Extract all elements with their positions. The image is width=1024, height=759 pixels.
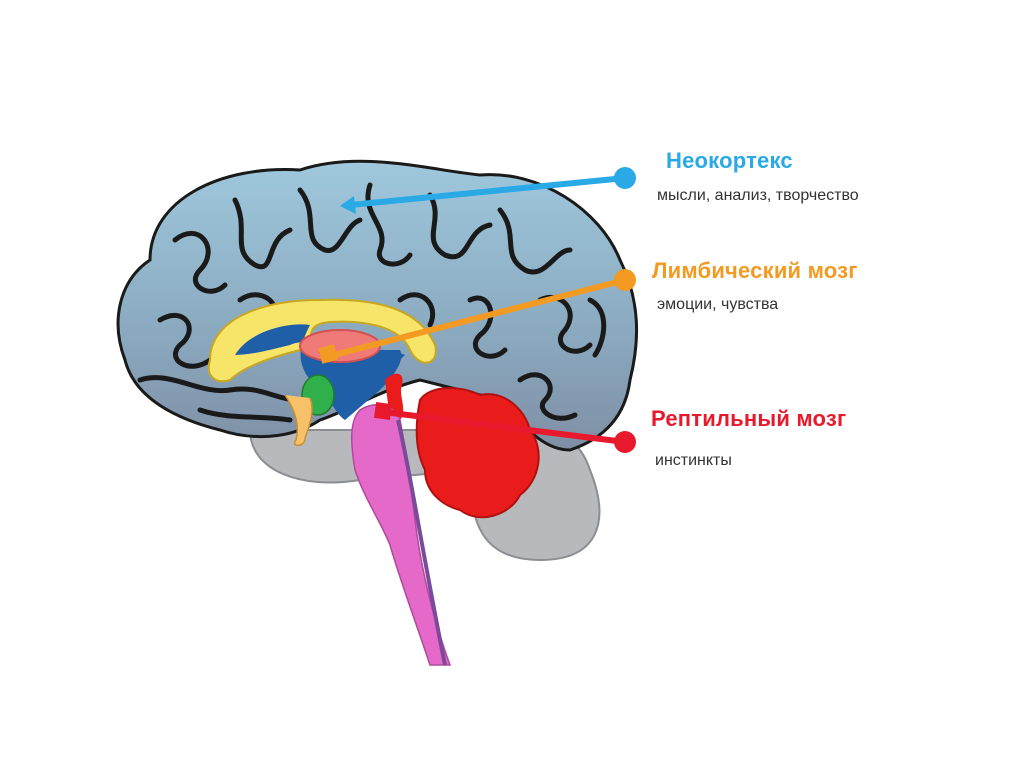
- brainstem-region: [350, 404, 452, 666]
- limbic-pointer: [318, 269, 636, 364]
- neocortex-title: Неокортекс: [666, 148, 793, 173]
- reptilian-title: Рептильный мозг: [651, 406, 847, 431]
- limbic-title: Лимбический мозг: [652, 258, 858, 283]
- neocortex-pointer: [340, 167, 636, 214]
- reptilian-subtitle: инстинкты: [655, 452, 732, 469]
- reptilian-pointer: [373, 401, 636, 453]
- neocortex-subtitle: мысли, анализ, творчество: [657, 187, 859, 204]
- limbic-subtitle: эмоции, чувства: [657, 296, 779, 313]
